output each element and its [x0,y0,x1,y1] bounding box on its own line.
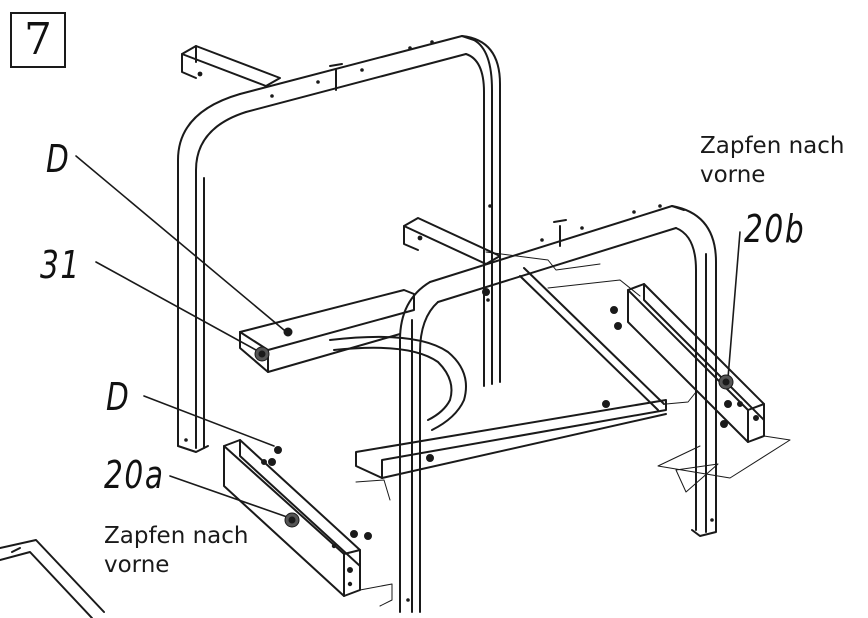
rail-holes [184,40,714,602]
screw [482,288,490,296]
left-foot-beam [223,439,393,607]
note-left-line1: Zapfen nach [104,523,249,549]
note-right-line2: vorne [700,162,766,188]
screw [347,567,353,573]
screw [614,322,622,330]
label-part-20b: 20b [744,207,806,251]
screw [720,420,728,428]
partial-frame-corner [0,539,105,618]
label-part-20a: 20a [104,453,165,497]
note-left-line2: vorne [104,552,170,578]
screw [350,530,358,538]
screw [753,415,759,421]
screw [261,459,267,465]
note-left: Zapfen nach vorne [104,522,248,580]
screw [274,446,282,454]
screw [268,458,276,466]
label-d-top: D [46,137,71,181]
screw [724,400,732,408]
screw [610,306,618,314]
base-plate [355,251,697,479]
screw [364,532,372,540]
note-right-line1: Zapfen nach [700,133,845,159]
label-d-bottom: D [106,375,131,419]
step-number-box: 7 [10,12,66,68]
middle-crossbar [239,289,467,431]
leader-lines [75,155,741,519]
bolt-d-top [283,327,293,337]
right-foot-beam [627,283,791,493]
note-right: Zapfen nach vorne [700,132,844,190]
front-frame [399,205,717,613]
hardware [254,288,759,573]
screw [602,400,610,408]
label-part-31: 31 [40,243,81,287]
back-frame [177,35,501,453]
screw [737,401,743,407]
screw [426,454,434,462]
